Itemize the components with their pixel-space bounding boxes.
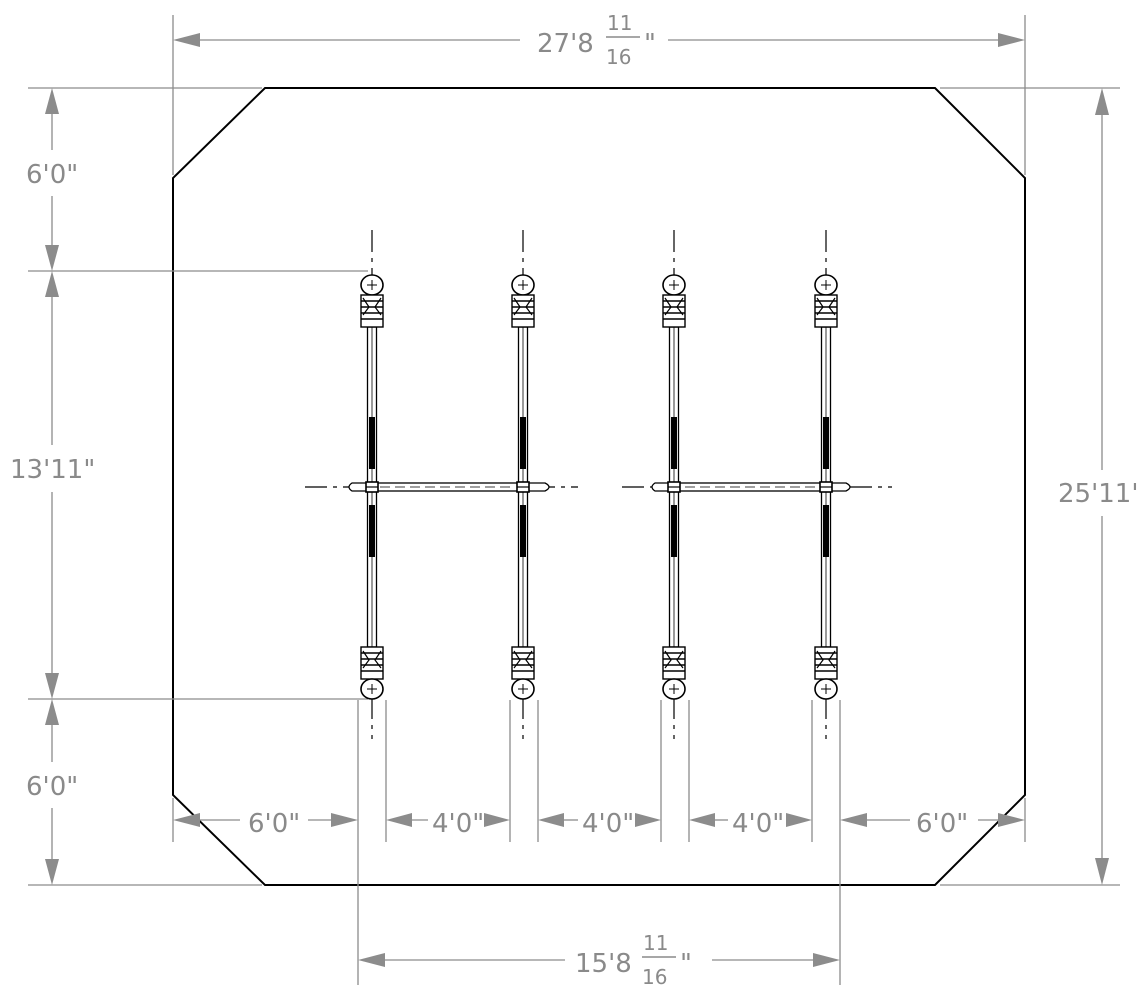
bottom-dim-5: 6'0" (916, 809, 968, 839)
post-span-denominator: 16 (642, 965, 667, 985)
post-length-label: 13'11" (10, 455, 95, 485)
overall-height-dimension: 25'11' (940, 87, 1138, 886)
post-span-numerator: 11 (643, 931, 668, 955)
overall-width-dimension: 27'8 11 16 " (172, 11, 1026, 175)
overall-width-main: 27'8 (537, 29, 594, 59)
bottom-offset-label: 6'0" (26, 772, 78, 802)
left-vertical-dimensions: 6'0" 13'11" 6'0" (10, 87, 368, 886)
post-span-inches-mark: " (680, 949, 692, 979)
bottom-dim-4: 4'0" (732, 809, 784, 839)
post-span-main: 15'8 (575, 949, 632, 979)
bottom-dim-2: 4'0" (432, 809, 484, 839)
bottom-dim-3: 4'0" (582, 809, 634, 839)
post-span-dimension: 15'8 11 16 " (357, 842, 841, 985)
bottom-horizontal-dimensions: 6'0" 4'0" 4'0" 4'0" 6'0" (172, 700, 1026, 842)
overall-width-inches-mark: " (644, 29, 656, 59)
overall-width-numerator: 11 (607, 11, 632, 35)
top-offset-label: 6'0" (26, 160, 78, 190)
play-area-outline (172, 87, 1026, 886)
bottom-dim-1: 6'0" (248, 809, 300, 839)
overall-height-label: 25'11' (1058, 479, 1138, 509)
overall-width-denominator: 16 (606, 45, 631, 69)
